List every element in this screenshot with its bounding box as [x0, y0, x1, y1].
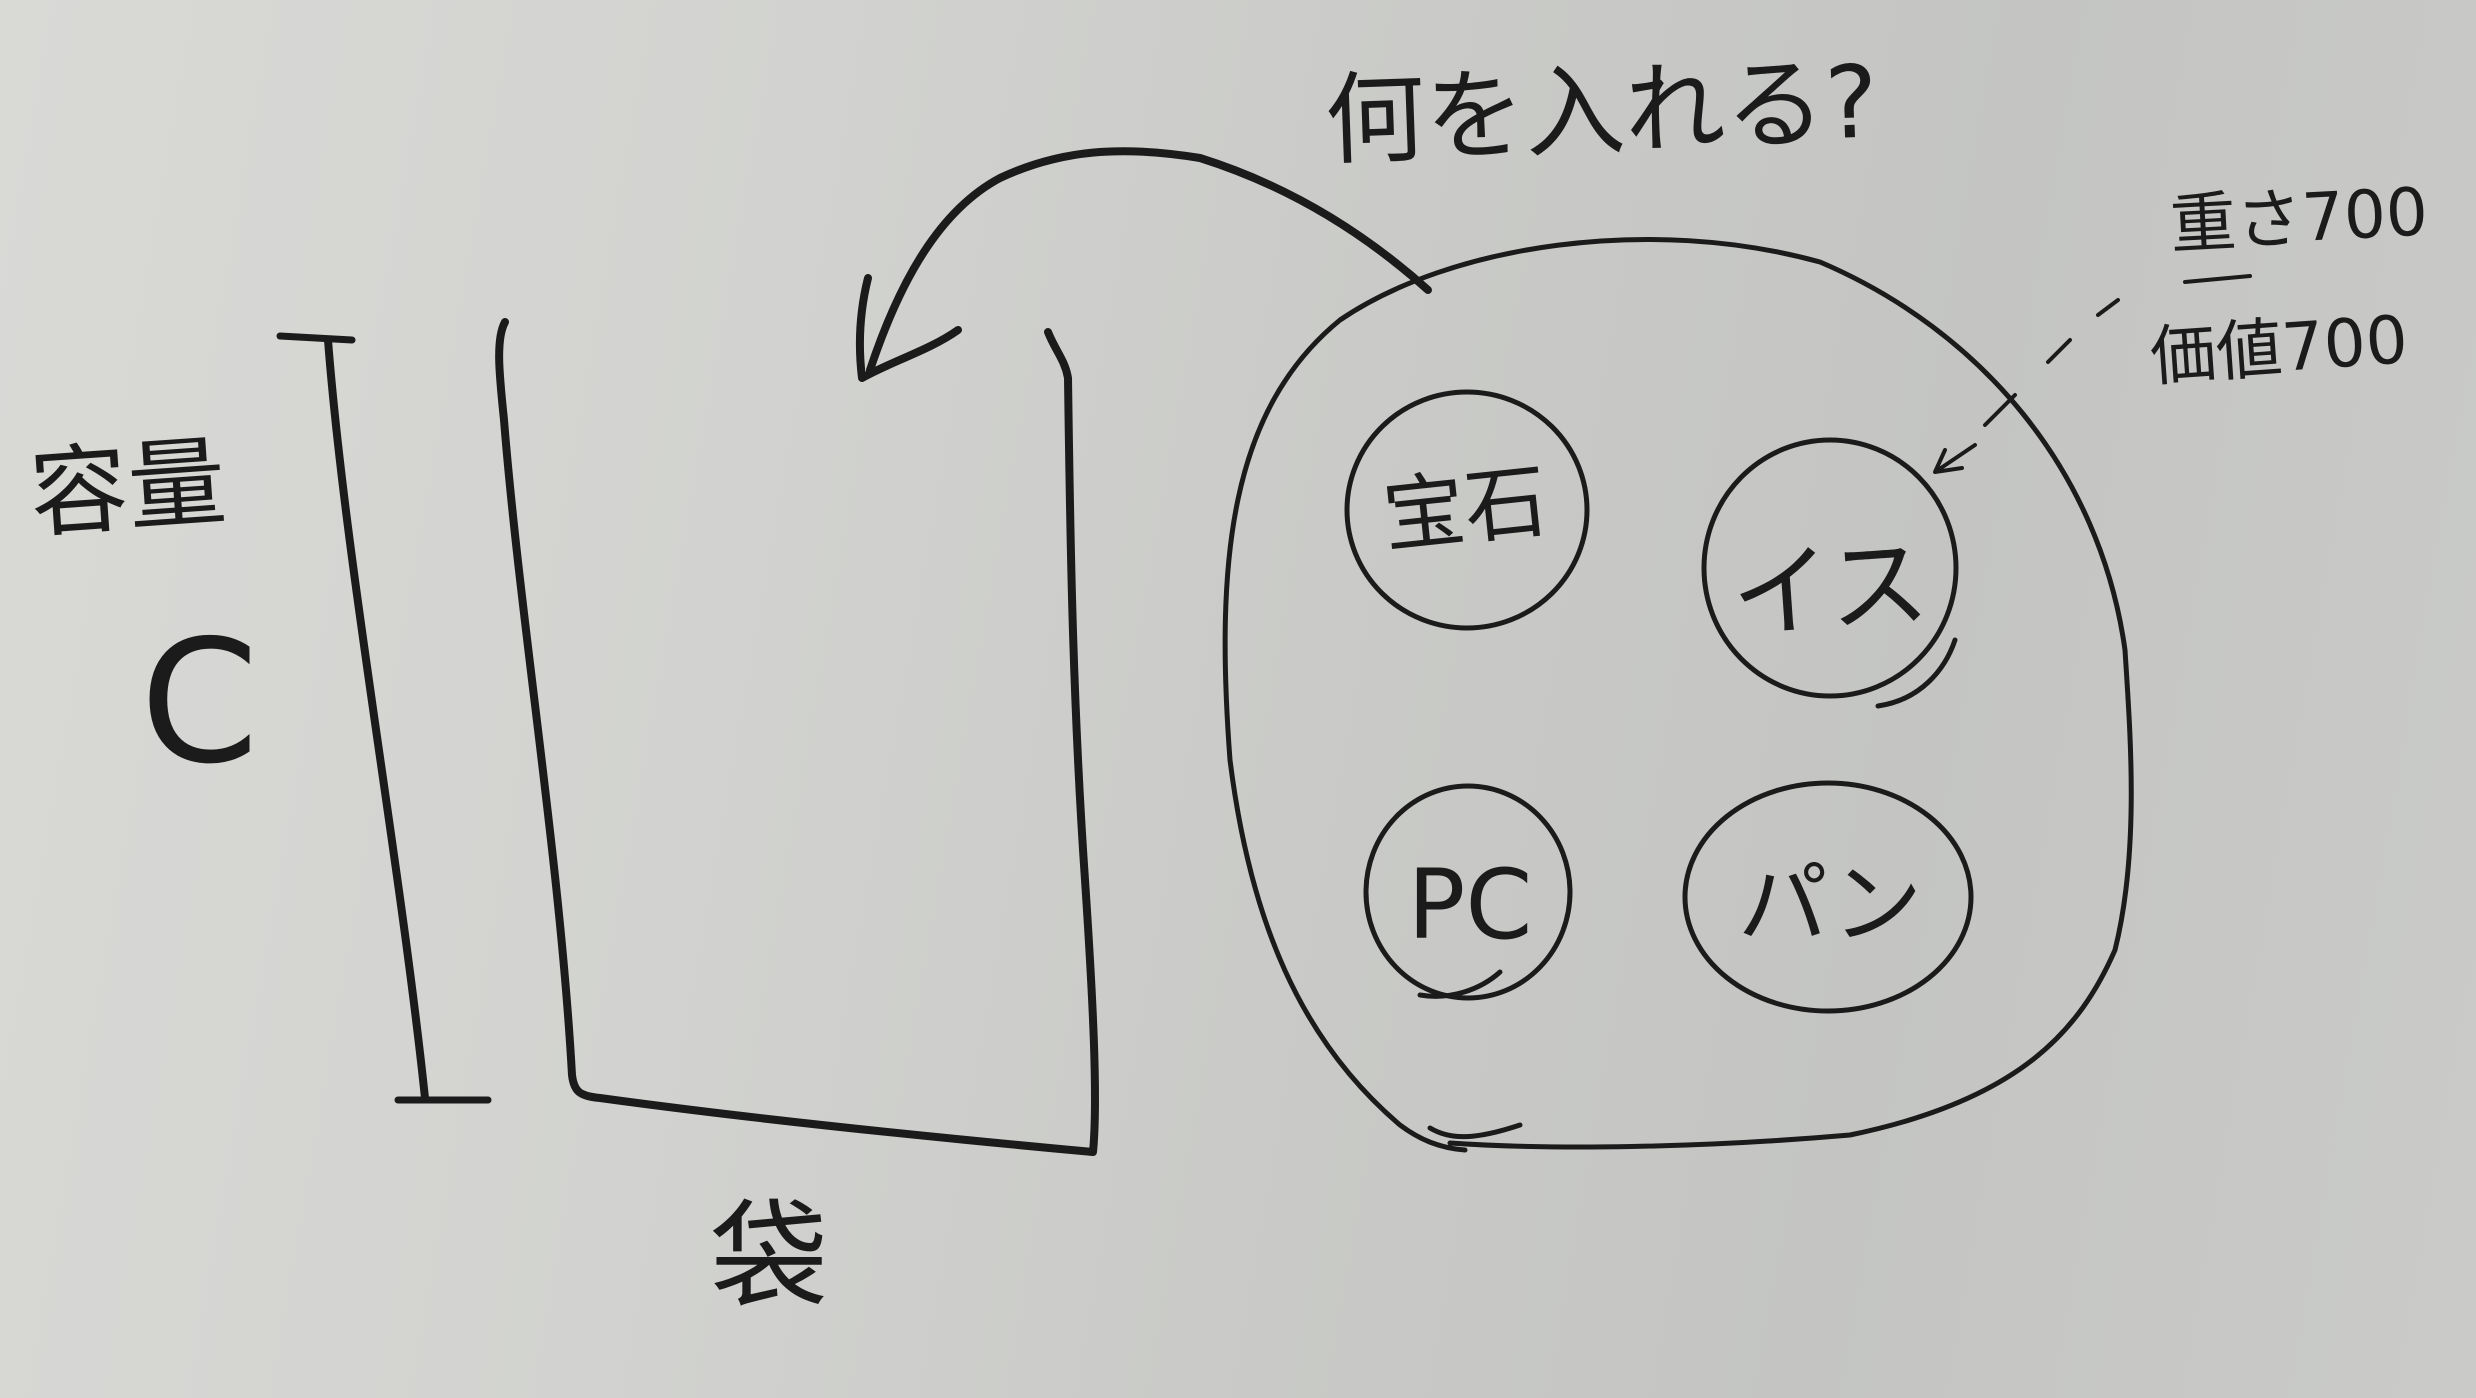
capacity-bar	[276, 332, 492, 1104]
bag-label: 袋	[710, 1188, 829, 1326]
item-circle-jewel	[1344, 389, 1590, 631]
item-label-jewel: 宝石	[1378, 453, 1552, 566]
bag-outline	[495, 318, 1099, 1156]
capacity-symbol: C	[140, 604, 259, 802]
item-set-circle	[1222, 237, 2134, 1153]
capacity-label: 容量	[26, 425, 230, 553]
question-text: 何を入れる?	[1323, 43, 1880, 180]
annotation-leader	[1933, 298, 2120, 474]
item-circle-chair	[1701, 437, 1959, 699]
value-annotation: 価値700	[2147, 301, 2411, 396]
arrow-to-bag	[856, 147, 1432, 382]
item-label-pc: PC	[1407, 849, 1533, 961]
weight-annotation: 重さ700	[2168, 173, 2430, 264]
item-circle-bread	[1682, 780, 1974, 1014]
item-label-bread: パン	[1737, 852, 1923, 957]
item-label-chair: イス	[1727, 524, 1933, 655]
item-circle-pc	[1363, 783, 1573, 1001]
